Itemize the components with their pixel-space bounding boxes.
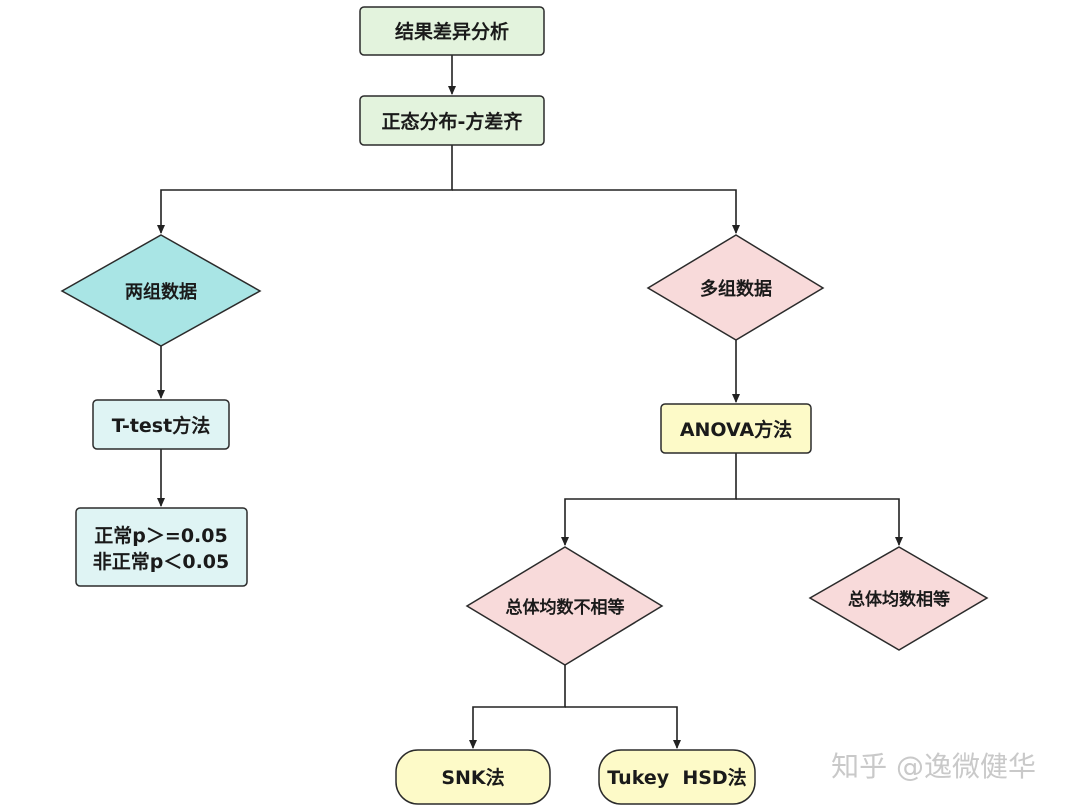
connector-lines — [157, 55, 903, 749]
edge-anova-to-unequal — [561, 453, 737, 546]
node-unequal-means-diamond — [465, 546, 664, 666]
node-two-groups-diamond — [60, 234, 262, 347]
node-anova: ANOVA方法 — [660, 403, 812, 454]
node-equal-means-label: 总体均数相等 — [848, 589, 950, 610]
node-tukey-box — [598, 749, 756, 805]
node-unequal-means: 总体均数不相等 — [465, 546, 664, 666]
node-snk-box — [395, 749, 551, 805]
node-root-label: 结果差异分析 — [395, 20, 509, 43]
watermark-text: 知乎 @逸微健华 — [831, 750, 1036, 783]
node-ttest-result-line2: 非正常p＜0.05 — [93, 550, 229, 573]
node-equal-means-diamond — [808, 546, 989, 651]
edge-check-to-two-groups — [157, 145, 453, 234]
node-multi-groups: 多组数据 — [646, 234, 825, 341]
node-check: 正态分布-方差齐 — [359, 95, 545, 146]
node-multi-groups-label: 多组数据 — [700, 278, 772, 300]
node-multi-groups-diamond — [646, 234, 825, 341]
edge-check-to-multi-groups — [452, 189, 740, 234]
node-check-label: 正态分布-方差齐 — [382, 110, 524, 133]
node-ttest-result-line1: 正常p＞=0.05 — [94, 524, 227, 547]
node-ttest: T-test方法 — [92, 399, 230, 450]
node-root: 结果差异分析 — [359, 6, 545, 56]
node-ttest-result-box — [75, 507, 248, 587]
node-tukey-label: Tukey HSD法 — [607, 766, 746, 789]
node-root-box — [359, 6, 545, 56]
node-unequal-means-label: 总体均数不相等 — [506, 597, 625, 618]
node-ttest-box — [92, 399, 230, 450]
node-tukey: Tukey HSD法 — [598, 749, 756, 805]
node-ttest-result: 正常p＞=0.05 非正常p＜0.05 — [75, 507, 248, 587]
node-anova-label: ANOVA方法 — [680, 418, 792, 441]
edge-unequal-to-tukey — [565, 706, 681, 749]
node-equal-means: 总体均数相等 — [808, 546, 989, 651]
node-two-groups: 两组数据 — [60, 234, 262, 347]
edge-anova-to-equal — [736, 498, 903, 546]
node-check-box — [359, 95, 545, 146]
node-two-groups-label: 两组数据 — [125, 281, 197, 303]
node-anova-box — [660, 403, 812, 454]
edge-unequal-to-snk — [469, 665, 566, 749]
node-snk-label: SNK法 — [441, 766, 504, 789]
node-ttest-label: T-test方法 — [112, 414, 210, 437]
node-snk: SNK法 — [395, 749, 551, 805]
